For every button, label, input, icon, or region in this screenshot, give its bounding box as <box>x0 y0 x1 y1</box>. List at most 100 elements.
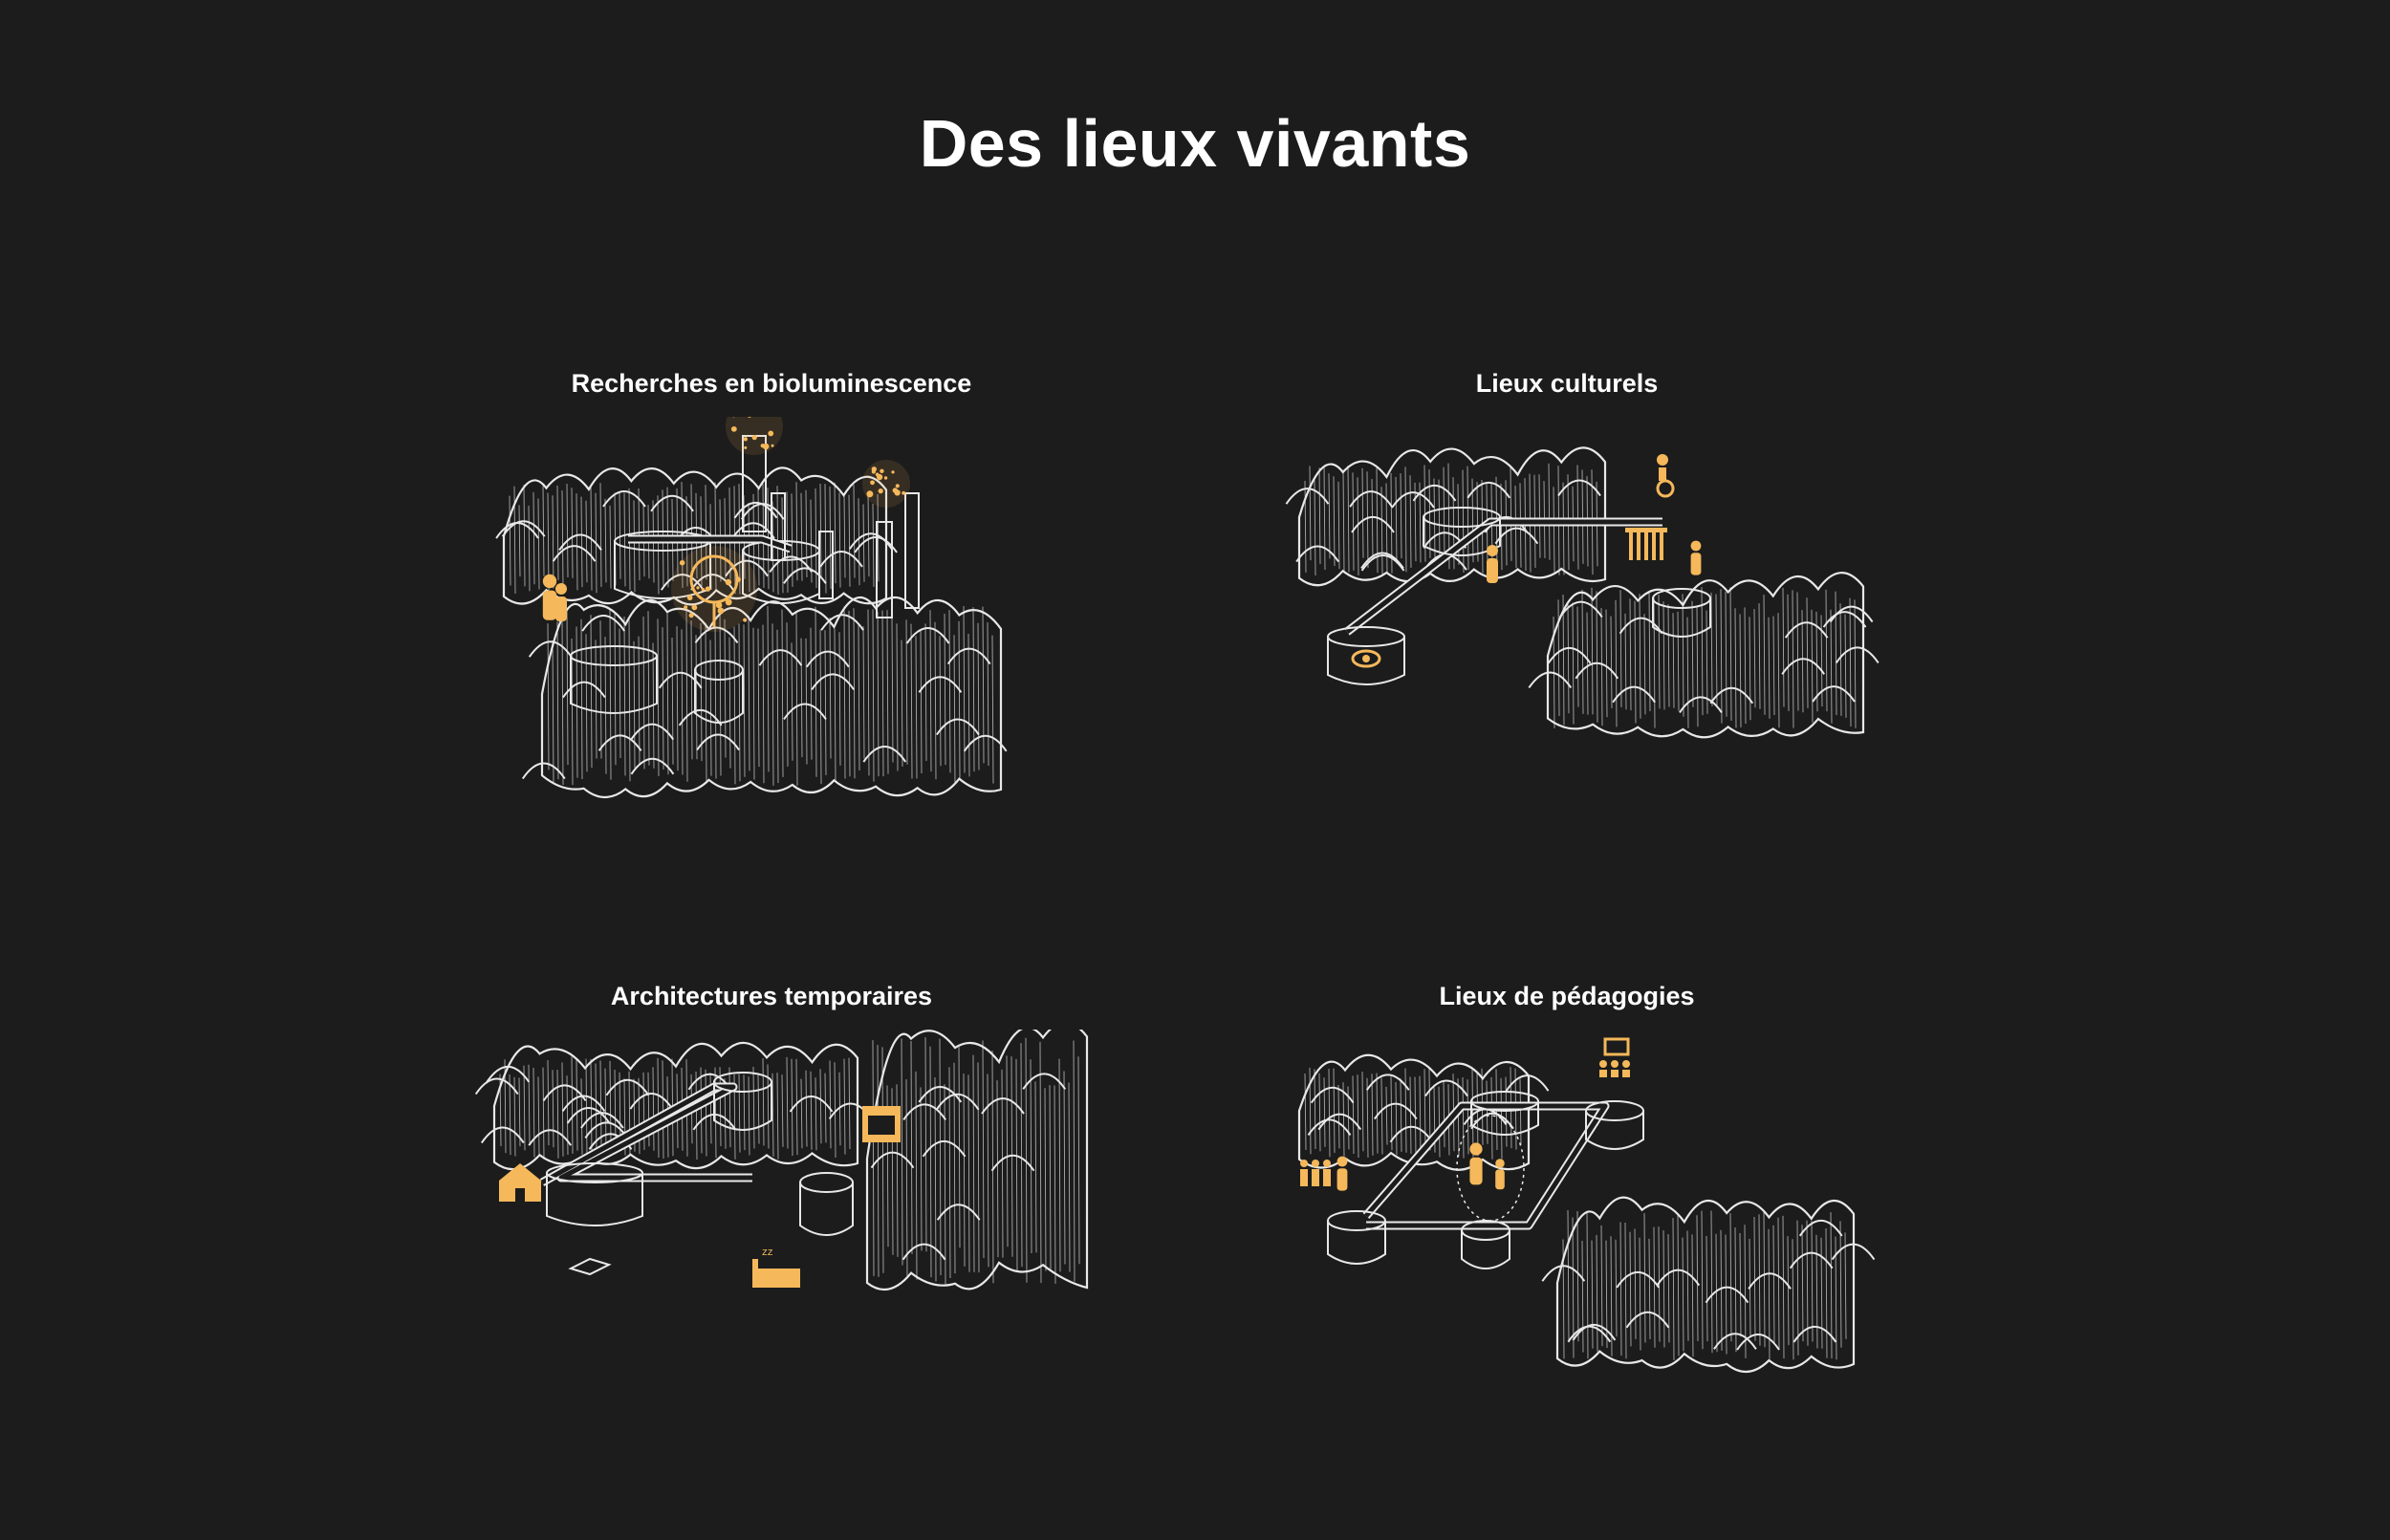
tree-canopy <box>1798 1220 1843 1237</box>
bed <box>752 1269 800 1288</box>
tree-canopy <box>783 703 827 721</box>
tree-canopy <box>1373 1102 1418 1120</box>
bioluminescence-research-illustration <box>495 417 1008 799</box>
tree-canopy <box>561 1095 606 1113</box>
forest-outline <box>502 466 888 606</box>
tree-canopy <box>1572 1324 1617 1341</box>
student <box>1622 1060 1630 1068</box>
cultural-places-illustration <box>1285 446 1879 739</box>
tree-canopy <box>650 494 694 512</box>
light-particle <box>902 490 906 495</box>
walkway-inner <box>1364 1103 1608 1228</box>
tree-canopy <box>1389 1125 1434 1143</box>
light-particle <box>691 604 698 611</box>
stage-bar <box>1644 531 1648 560</box>
tree-canopy <box>1705 1286 1749 1304</box>
tree-canopy <box>902 1103 946 1120</box>
chimney <box>818 531 834 599</box>
tree-canopy <box>820 614 864 631</box>
light-particle <box>880 468 884 474</box>
head <box>1657 454 1668 466</box>
forest-outline <box>1546 572 1865 739</box>
forest-hatching <box>547 605 994 786</box>
tree-canopy <box>630 757 675 775</box>
tree-canopy <box>733 502 778 519</box>
tree-canopy <box>1412 485 1457 502</box>
light-particle <box>891 470 895 474</box>
student <box>1599 1060 1607 1068</box>
tree-canopy <box>862 746 907 763</box>
pavilion-top <box>1327 1210 1386 1231</box>
tree-canopy <box>1022 1073 1067 1090</box>
tree-canopy <box>1528 671 1573 689</box>
chimney <box>904 492 920 609</box>
pavilion-wall <box>713 1082 772 1131</box>
tree-canopy <box>1547 647 1592 664</box>
tree-canopy <box>486 1066 531 1083</box>
head <box>1300 1160 1308 1167</box>
tree-canopy <box>740 503 785 520</box>
guide-icon-body <box>1336 1168 1348 1191</box>
group-icon <box>1300 1160 1331 1186</box>
tree-canopy <box>1612 685 1656 704</box>
light-particle <box>715 601 723 609</box>
child-icon-body <box>1495 1169 1505 1190</box>
tree-canopy <box>918 1086 963 1103</box>
head <box>1323 1160 1331 1167</box>
tree-canopy <box>474 1077 519 1095</box>
body <box>1659 467 1666 481</box>
tree-canopy <box>1567 1325 1612 1343</box>
tree-canopy <box>789 1095 834 1113</box>
tree-canopy <box>1619 617 1663 635</box>
tree-canopy <box>1424 1079 1468 1097</box>
light-particle <box>762 443 770 450</box>
forest-outline <box>865 1030 1089 1291</box>
light-particle <box>701 588 706 592</box>
juggler-icon-body <box>1487 558 1498 583</box>
tree-canopy <box>1781 658 1826 675</box>
tree-canopy <box>630 723 675 741</box>
tree-canopy <box>1831 1243 1876 1261</box>
tree-canopy <box>1505 1074 1550 1092</box>
place-card-bioluminescence: Recherches en bioluminescence <box>389 369 1154 799</box>
tree-canopy <box>1679 696 1723 713</box>
teacher-icon-body <box>1469 1157 1483 1185</box>
pavilion-wall <box>799 1182 854 1236</box>
pavilion-wall <box>1327 637 1405 685</box>
body <box>1312 1169 1319 1186</box>
student-body <box>1599 1070 1607 1077</box>
walkway-inner <box>628 536 792 552</box>
pavilion-wall <box>742 551 820 604</box>
tree-canopy <box>811 673 855 690</box>
pavilion-wall <box>1470 1101 1539 1136</box>
researcher-icon-head <box>555 583 567 595</box>
light-particle <box>684 605 688 610</box>
stage-bar <box>1652 531 1656 560</box>
musician-icon-body <box>1690 553 1702 575</box>
tree-canopy <box>1467 482 1511 499</box>
school-shape <box>499 1163 541 1202</box>
tree-canopy <box>936 1204 981 1221</box>
board <box>1603 1037 1630 1056</box>
tree-canopy <box>542 1084 587 1101</box>
tree-canopy <box>694 626 739 644</box>
tree-canopy <box>990 1154 1035 1172</box>
gathering-area <box>1456 1115 1525 1222</box>
forest-outline <box>540 596 1003 799</box>
light-particle <box>768 430 774 437</box>
tree-canopy <box>1656 1269 1701 1287</box>
pavilion-wall <box>1327 1221 1386 1265</box>
tree-canopy <box>1575 662 1619 680</box>
tree-canopy <box>521 762 566 780</box>
tree-canopy <box>1360 554 1405 572</box>
light-particle <box>717 607 725 615</box>
tree-canopy <box>605 1078 650 1096</box>
tree-canopy <box>501 520 546 537</box>
pavilion-top <box>1585 1100 1644 1121</box>
tree-canopy <box>480 1126 525 1144</box>
tree-canopy <box>935 1093 980 1111</box>
place-title: Architectures temporaires <box>610 982 933 1010</box>
tree-canopy <box>806 650 850 668</box>
pavilion-top <box>1327 626 1405 647</box>
tree-canopy <box>946 647 991 665</box>
